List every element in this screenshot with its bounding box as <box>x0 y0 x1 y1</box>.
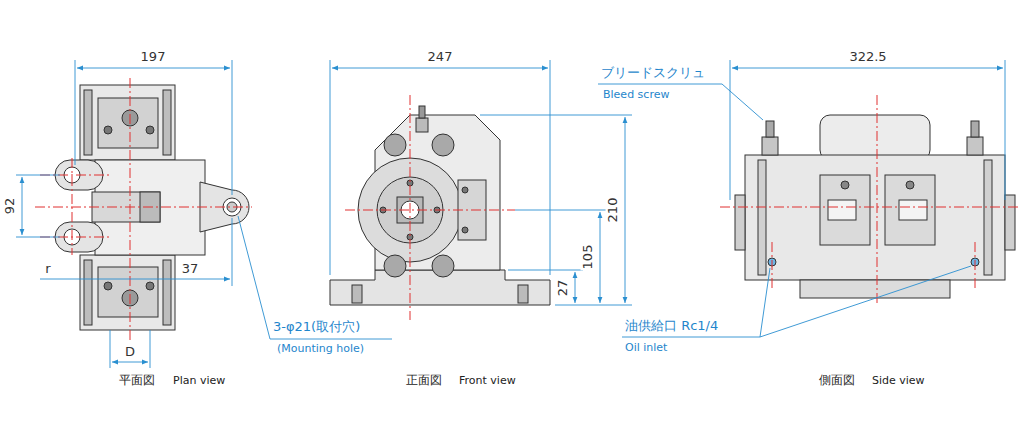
callout-note: Oil inlet <box>624 342 668 355</box>
front-view <box>330 106 550 305</box>
view-caption: 側面図 <box>818 374 856 388</box>
view-caption: Front view <box>458 375 517 388</box>
front-centerlines <box>345 95 515 320</box>
front-dimensions <box>330 60 632 305</box>
plan-dimensions <box>16 60 392 368</box>
view-caption: 平面図 <box>118 374 156 388</box>
view-caption: Side view <box>871 375 926 388</box>
side-centerlines <box>720 95 1018 305</box>
dimension: 197 <box>140 50 167 65</box>
dimension: 247 <box>427 50 454 65</box>
dimension: 322.5 <box>848 50 887 65</box>
dimension: 37 <box>181 262 200 277</box>
callout-note: Bleed screw <box>602 89 670 102</box>
radius-symbol: r <box>44 262 51 277</box>
view-caption: Plan view <box>172 375 226 388</box>
callout-note: 油供給口 Rc1/4 <box>624 319 719 334</box>
callout-note: ブリードスクリュ <box>600 66 706 81</box>
dimension-symbol: D <box>124 345 136 360</box>
plan-centerlines <box>35 78 252 340</box>
dimension: 105 <box>581 244 596 271</box>
view-caption: 正面図 <box>405 374 443 388</box>
dimension: 92 <box>3 197 18 216</box>
dimension: 27 <box>556 279 571 298</box>
callout-note: (Mounting hole) <box>276 343 365 356</box>
dimension: 210 <box>606 197 621 224</box>
callout-note: 3-φ21(取付穴) <box>272 320 361 335</box>
side-dimensions <box>598 60 1005 337</box>
